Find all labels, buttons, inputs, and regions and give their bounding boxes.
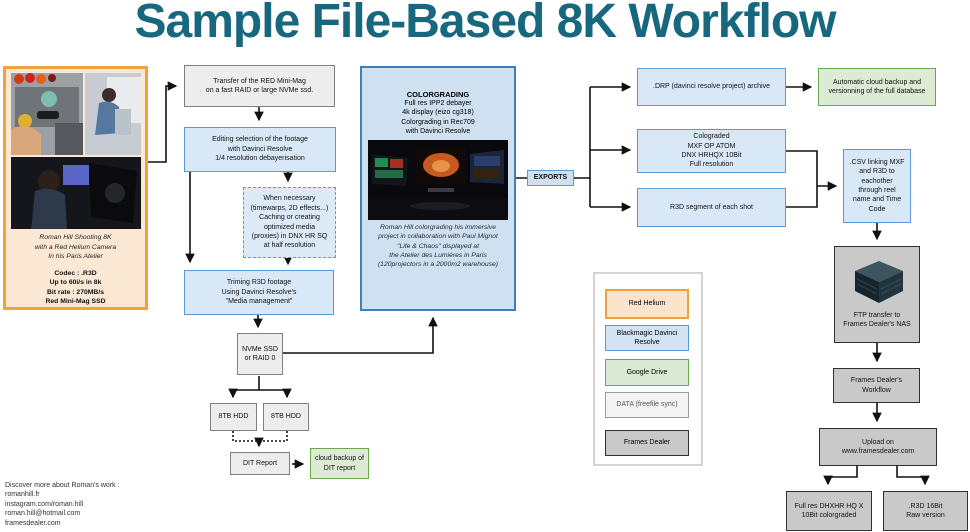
node-exports: EXPORTS (527, 170, 574, 186)
legend-google-drive: Google Drive (605, 359, 689, 386)
node-8tb-hdd-2: 8TB HDD (263, 403, 309, 431)
colorgrading-body: Full res IPP2 debayer 4k display (eizo c… (401, 100, 475, 136)
legend-data-freefile-sync: DATA (freefile sync) (605, 392, 689, 418)
colorgrading-title: COLORGRADING (406, 90, 470, 99)
legend-davinci-resolve: Blackmagic Davinci Resolve (605, 325, 689, 351)
legend-red-helium: Red Helium (605, 289, 689, 319)
ftp-label: FTP transfer to Frames Dealer's NAS (843, 312, 911, 329)
node-dit-cloud-backup: cloud backup of DIT report (310, 448, 369, 479)
shooting-specs: Codec : .R3D Up to 60i/s in 8k Bit rate … (45, 269, 106, 306)
colorgrading-caption: Roman Hill colorgrading his immersive pr… (377, 223, 499, 269)
legend: Red Helium Blackmagic Davinci Resolve Go… (593, 272, 703, 466)
colorgrading-photo (368, 139, 508, 220)
node-upload-framesdealer: Upload on www.framesdealer.com (819, 428, 937, 466)
page-title: Sample File-Based 8K Workflow (134, 0, 837, 48)
nas-server-icon (855, 261, 903, 303)
node-transfer-minimag: Transfer of the RED Mini-Mag on a fast R… (184, 65, 335, 107)
shooting-photo (10, 73, 141, 230)
footer-links: Discover more about Roman's work : roman… (5, 482, 120, 527)
node-ftp-transfer: FTP transfer to Frames Dealer's NAS (834, 246, 920, 343)
colorgrading-panel: COLORGRADING Full res IPP2 debayer 4k di… (360, 66, 516, 311)
shooting-caption: Roman Hill Shooting 8K with a Red Helium… (34, 234, 117, 261)
node-editing-selection: Editing selection of the footage with Da… (184, 127, 336, 172)
node-dit-report: DIT Report (230, 452, 290, 475)
legend-frames-dealer: Frames Dealer (605, 430, 689, 456)
node-when-necessary: When necessary (timewarps, 2D effects...… (243, 187, 336, 258)
node-frames-dealer-workflow: Frames Dealer's Workflow (833, 368, 920, 403)
node-r3d-segment: R3D segment of each shot (637, 188, 786, 227)
node-fullres-colorgraded: Full res DHXHR HQ X 10Bit colorgraded (786, 491, 872, 531)
node-colograded-mxf: Colograded MXF OP ATOM DNX HRHQX 10Bit F… (637, 129, 786, 173)
source-panel-red-helium: Roman Hill Shooting 8K with a Red Helium… (3, 66, 148, 310)
node-8tb-hdd-1: 8TB HDD (210, 403, 257, 431)
node-csv-linking: .CSV linking MXF and R3D to eachother th… (843, 149, 911, 223)
node-r3d-raw-version: .R3D 16Bit Raw version (883, 491, 968, 531)
node-drp-archive: .DRP (davinci resolve project) archive (637, 68, 786, 106)
node-triming-r3d: Triming R3D footage Using Davinci Resolv… (184, 270, 334, 315)
node-nvme-ssd: NVMe SSD or RAID 0 (237, 333, 283, 375)
node-auto-cloud-backup: Automatic cloud backup and versionning o… (818, 68, 936, 106)
